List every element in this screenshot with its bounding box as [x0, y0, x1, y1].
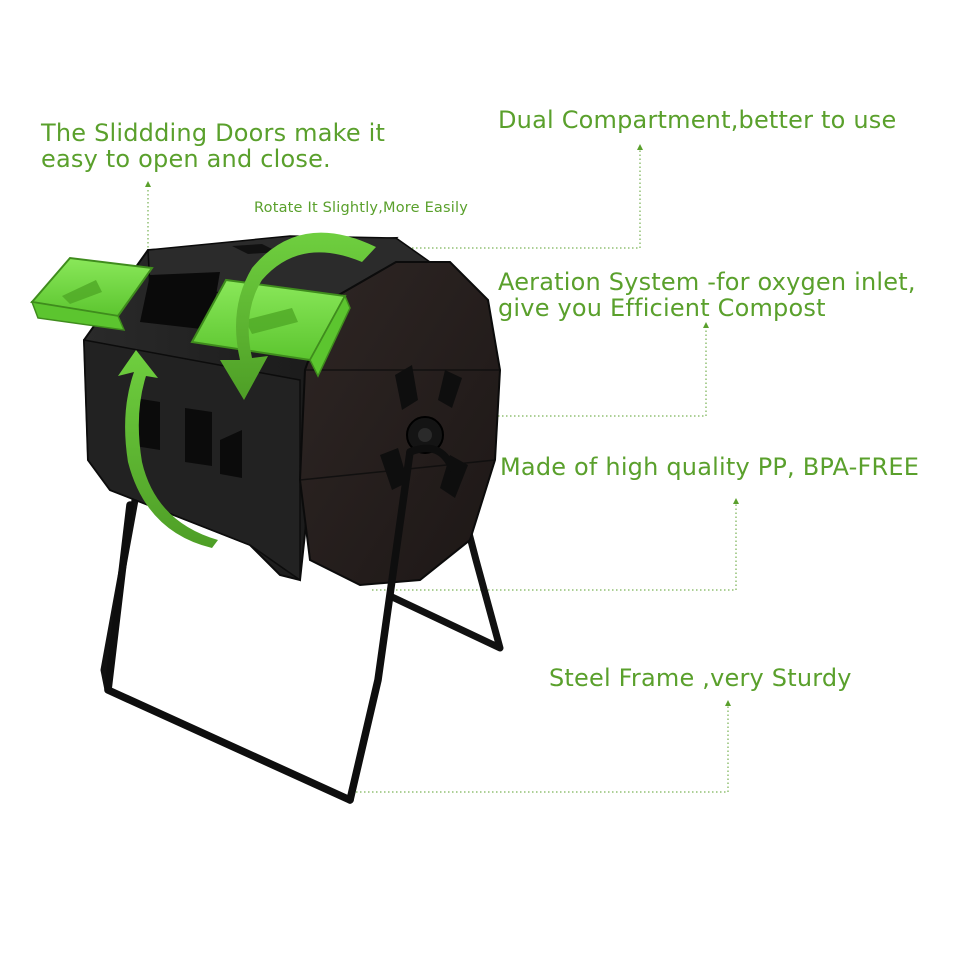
side-vents: [135, 398, 242, 478]
door-right-lip: [309, 294, 351, 378]
feature-sliding-doors-line1: The Sliddding Doors make it: [41, 119, 386, 147]
feature-material: Made of high quality PP, BPA-FREE: [500, 453, 920, 481]
feature-rotate: Rotate It Slightly,More Easily: [254, 200, 469, 216]
feature-dual-compartment: Dual Compartment,better to use: [498, 106, 897, 134]
leader-dual: [392, 150, 641, 249]
feature-steel-frame: Steel Frame ,very Sturdy: [549, 664, 852, 692]
leader-frame: [356, 706, 729, 793]
arrowhead-aeration: [703, 322, 709, 328]
arrowhead-doors: [145, 181, 151, 187]
door-left-lip: [30, 301, 126, 331]
top-vent: [232, 244, 278, 254]
frame-front-right: [346, 448, 414, 804]
arrowhead-dual: [637, 144, 643, 150]
sliding-doors: [30, 256, 351, 378]
frame-support: [406, 444, 456, 472]
leader-arrowheads: [145, 144, 739, 706]
frame-front-left: [104, 501, 354, 804]
arrowhead-frame: [725, 700, 731, 706]
feature-aeration-line1: Aeration System -for oxygen inlet,: [498, 268, 916, 296]
feature-aeration: Aeration System -for oxygen inlet, give …: [498, 269, 916, 321]
open-compartment: [140, 272, 220, 330]
arrowhead-material: [733, 498, 739, 504]
feature-sliding-doors-line2: easy to open and close.: [41, 145, 331, 173]
feature-aeration-line2: give you Efficient Compost: [498, 294, 826, 322]
leader-material: [372, 504, 737, 591]
rotate-arrow-icon: [118, 232, 376, 548]
rotate-arrow-bottom: [118, 350, 218, 548]
steel-frame-front: [104, 444, 456, 804]
leader-doors: [147, 190, 150, 301]
feature-sliding-doors: The Sliddding Doors make it easy to open…: [41, 120, 385, 172]
rotate-arrow-top: [220, 232, 376, 400]
